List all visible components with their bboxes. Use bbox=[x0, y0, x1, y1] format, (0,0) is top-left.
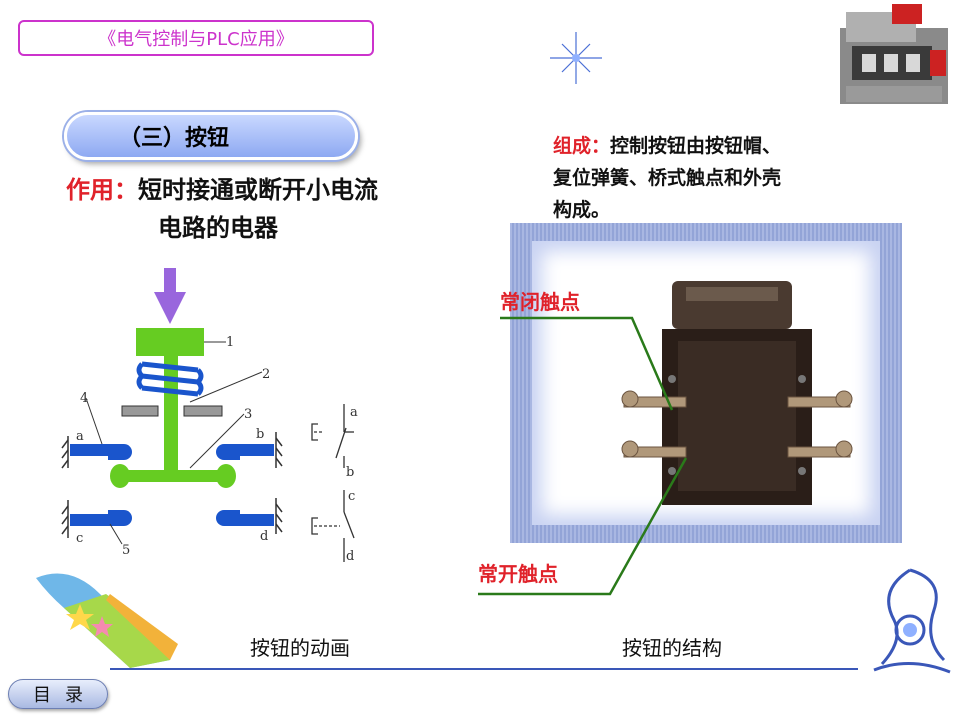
no-contact-label: 常开触点 bbox=[478, 562, 558, 586]
section-title: （三）按钮 bbox=[64, 112, 358, 160]
part-number: 5 bbox=[122, 543, 130, 558]
course-title: 《电气控制与PLC应用》 bbox=[18, 20, 374, 56]
footer-divider bbox=[110, 668, 858, 670]
function-label: 作用： bbox=[66, 175, 138, 204]
nc-contact-label: 常闭触点 bbox=[500, 290, 580, 314]
function-line-2: 电路的电器 bbox=[158, 213, 278, 242]
button-cap bbox=[136, 328, 204, 356]
function-text-1: 短时接通或断开小电流 bbox=[138, 175, 378, 204]
caption-structure: 按钮的结构 bbox=[622, 636, 722, 660]
caption-animation: 按钮的动画 bbox=[250, 636, 350, 660]
part-number: 2 bbox=[262, 367, 270, 382]
push-arrow-icon bbox=[154, 268, 186, 324]
contact-letter: c bbox=[76, 531, 83, 546]
function-line-1: 作用：短时接通或断开小电流 bbox=[66, 172, 378, 208]
thermal-relay-image bbox=[840, 4, 948, 104]
button-stem bbox=[164, 356, 178, 474]
composition-line-1: 控制按钮由按钮帽、 bbox=[610, 135, 782, 157]
table-of-contents-button[interactable]: 目录 bbox=[8, 679, 108, 709]
ornament-decoration bbox=[873, 568, 951, 674]
button-structure-photo bbox=[510, 223, 902, 543]
composition-line-3: 构成。 bbox=[553, 199, 611, 221]
composition-label: 组成： bbox=[553, 135, 611, 157]
sparkle-icon bbox=[550, 32, 602, 84]
button-photo-image bbox=[621, 281, 853, 505]
button-mechanism-diagram: 1 2 3 4 5 a b c d a b c d bbox=[61, 268, 358, 564]
symbol-letter: b bbox=[346, 465, 354, 480]
bridge-contact bbox=[114, 470, 232, 482]
return-spring bbox=[136, 361, 204, 397]
photo-leader-lines bbox=[478, 316, 688, 596]
book-decoration bbox=[36, 573, 178, 668]
part-number: 4 bbox=[80, 391, 88, 406]
composition-text: 组成：控制按钮由按钮帽、 复位弹簧、桥式触点和外壳 构成。 bbox=[553, 130, 903, 226]
symbol-letter: c bbox=[348, 489, 355, 504]
composition-line-2: 复位弹簧、桥式触点和外壳 bbox=[553, 167, 782, 189]
contact-letter: a bbox=[76, 429, 84, 444]
contact-letter: b bbox=[256, 427, 264, 442]
part-number: 1 bbox=[226, 335, 234, 350]
contact-letter: d bbox=[260, 529, 268, 544]
symbol-letter: a bbox=[350, 405, 358, 420]
symbol-letter: d bbox=[346, 549, 354, 564]
part-number: 3 bbox=[244, 407, 252, 422]
